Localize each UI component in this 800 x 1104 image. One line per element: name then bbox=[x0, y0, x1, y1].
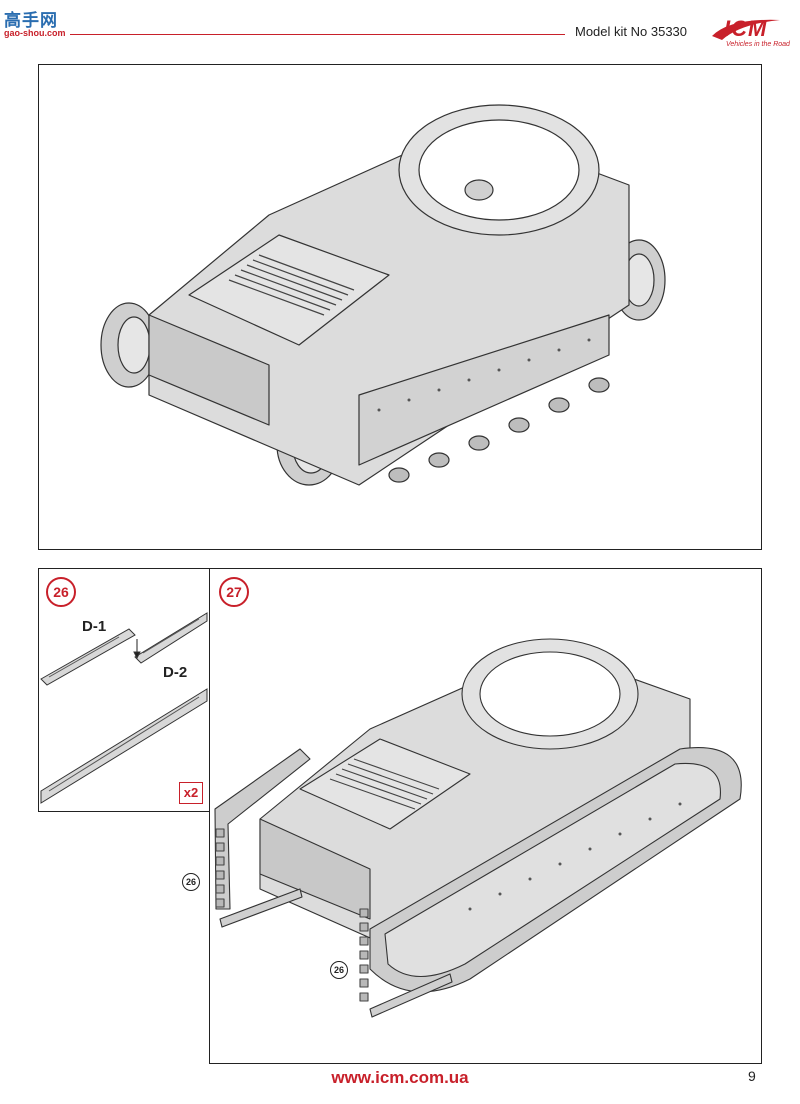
icm-logo: ICM Vehicles in the Road bbox=[710, 14, 790, 54]
tank-with-tracks-drawing-icon bbox=[214, 638, 742, 1018]
tank-hull-drawing-icon bbox=[100, 104, 666, 486]
model-kit-number: Model kit No 35330 bbox=[575, 24, 688, 39]
step-number-badge: 27 bbox=[219, 577, 249, 607]
quantity-multiplier-badge: x2 bbox=[179, 782, 203, 804]
step-number-badge: 26 bbox=[46, 577, 76, 607]
brand-name: ICM bbox=[724, 16, 768, 41]
step-26-panel bbox=[38, 568, 210, 812]
watermark-logo: 高手网 gao-shou.com bbox=[4, 6, 68, 42]
watermark-text: 高手网 bbox=[4, 11, 58, 30]
track-link-drawing-icon bbox=[40, 612, 208, 804]
page-number: 9 bbox=[748, 1068, 756, 1084]
step-27-panel bbox=[209, 568, 762, 1064]
footer-website-link[interactable]: www.icm.com.ua bbox=[331, 1068, 469, 1087]
step-reference-badge: 26 bbox=[182, 873, 200, 891]
part-label-d2: D-2 bbox=[163, 664, 188, 681]
blank-area bbox=[38, 811, 210, 1064]
illustration-panel-hull bbox=[38, 64, 762, 550]
icm-swoosh-icon bbox=[712, 19, 780, 40]
step-reference-badge: 26 bbox=[330, 961, 348, 979]
watermark-url: gao-shou.com bbox=[4, 28, 66, 38]
brand-slogan: Vehicles in the Road bbox=[726, 41, 790, 48]
part-label-d1: D-1 bbox=[82, 618, 107, 635]
header-rule bbox=[70, 34, 565, 35]
